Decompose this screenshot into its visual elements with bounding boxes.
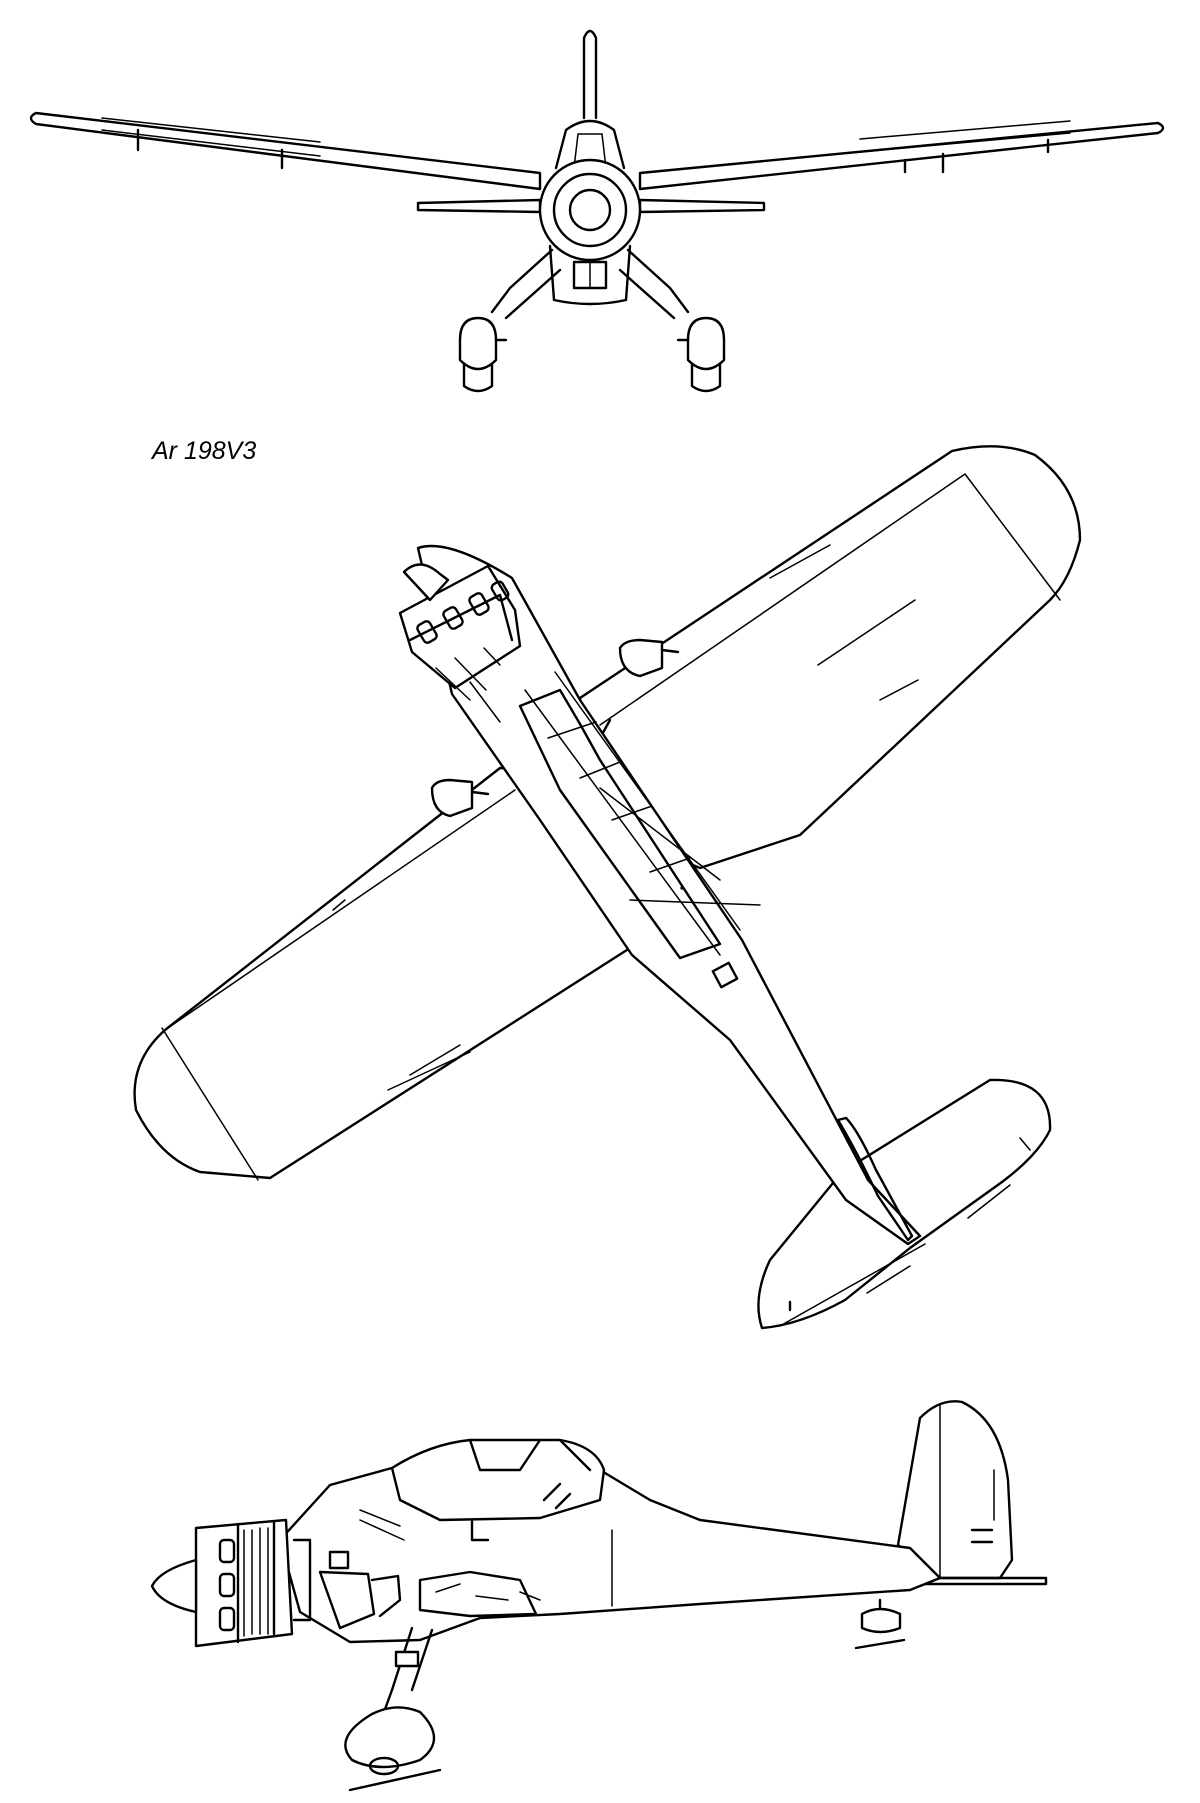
top-view-spinner xyxy=(404,564,448,600)
side-view-fin xyxy=(898,1401,1012,1578)
front-view-wing xyxy=(31,113,1163,189)
top-view-fuselage xyxy=(418,546,920,1244)
side-view-fuselage xyxy=(280,1452,940,1642)
front-view-right-wheel-spat xyxy=(678,318,724,391)
top-view xyxy=(135,446,1080,1328)
side-view-wheel-spat xyxy=(345,1707,434,1774)
top-view-tailplane xyxy=(758,1080,1050,1328)
top-view-fin xyxy=(838,1118,912,1240)
front-view-fin xyxy=(584,31,596,118)
top-view-engine-cowling xyxy=(400,566,520,688)
side-view-spinner xyxy=(152,1560,196,1612)
front-view-left-wheel-spat xyxy=(460,318,506,391)
top-view-lower-wing xyxy=(135,768,630,1178)
side-view xyxy=(152,1401,1046,1790)
aircraft-designation-label: Ar 198V3 xyxy=(152,437,257,465)
front-view xyxy=(31,31,1163,391)
